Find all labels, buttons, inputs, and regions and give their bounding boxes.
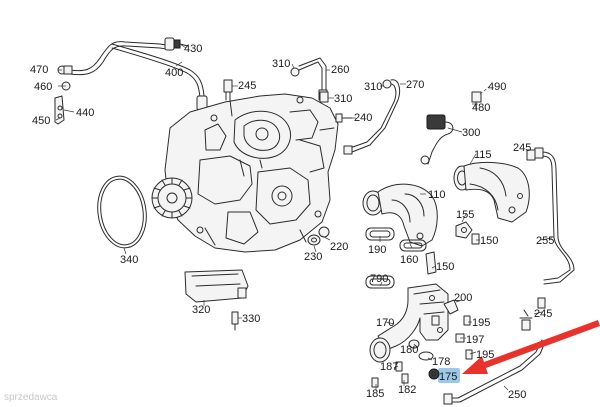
- callout-200: 200: [454, 292, 472, 304]
- callout-480: 480: [472, 102, 490, 114]
- callout-230: 230: [304, 251, 322, 263]
- callout-240: 240: [354, 112, 372, 124]
- bracket-440-450: [54, 95, 65, 125]
- callout-245-top: 245: [238, 80, 256, 92]
- callout-260: 260: [331, 64, 349, 76]
- callout-450: 450: [32, 115, 50, 127]
- callout-460: 460: [34, 81, 52, 93]
- valve-155: [455, 221, 473, 239]
- harness-300: [420, 114, 454, 165]
- callout-470: 470: [30, 64, 48, 76]
- callout-310-b: 310: [334, 93, 352, 105]
- sensor-480-490: [471, 91, 482, 109]
- callout-175: 175: [439, 371, 457, 383]
- bracket-320: [184, 269, 249, 303]
- bolt-310-mid: [319, 91, 329, 103]
- leader-lines: [55, 43, 553, 391]
- bracket-150-mid: [425, 251, 437, 275]
- callout-150-right: 150: [480, 235, 498, 247]
- callout-245-lower: 245: [534, 308, 552, 320]
- pipe-110: [362, 183, 438, 247]
- callout-150-mid: 150: [436, 261, 454, 273]
- callout-178: 178: [432, 356, 450, 368]
- tube-assembly-400: [69, 41, 208, 119]
- callout-190: 190: [368, 244, 386, 256]
- callout-245-right: 245: [513, 142, 531, 154]
- callout-195-a: 195: [472, 317, 490, 329]
- pipe-255: [534, 147, 575, 285]
- red-arrow-icon: [462, 320, 600, 374]
- callout-400: 400: [165, 67, 183, 79]
- callout-195-b: 195: [476, 349, 494, 361]
- clip-200: [443, 299, 459, 315]
- callout-255: 255: [536, 235, 554, 247]
- callout-160: 160: [400, 254, 418, 266]
- gasket-160: [399, 239, 427, 252]
- callout-440: 440: [76, 107, 94, 119]
- o-ring-340: [97, 175, 147, 249]
- callout-320: 320: [192, 304, 210, 316]
- gasket-790: [365, 275, 395, 289]
- callout-155: 155: [456, 209, 474, 221]
- callout-110: 110: [428, 189, 446, 201]
- fitting-150-right: [471, 233, 480, 245]
- fittings-470-460: [57, 65, 73, 91]
- callout-115: 115: [474, 149, 492, 161]
- callout-340: 340: [120, 254, 138, 266]
- callout-250: 250: [508, 389, 526, 401]
- watermark: sprzedawca: [4, 392, 58, 403]
- callout-170: 170: [376, 317, 394, 329]
- fitting-245-top: [223, 79, 233, 101]
- callout-430: 430: [184, 43, 202, 55]
- callout-185: 185: [366, 388, 384, 400]
- line-270: [343, 79, 401, 155]
- callout-310-c: 310: [364, 81, 382, 93]
- callout-790: 790: [370, 273, 388, 285]
- callout-187: 187: [380, 361, 398, 373]
- callout-300: 300: [462, 127, 480, 139]
- callout-182: 182: [398, 384, 416, 396]
- fitting-245-lower: [537, 297, 546, 309]
- callout-labels: 430 400 470 460 450 440 245 310 260 310 …: [30, 43, 554, 401]
- callout-490: 490: [488, 81, 506, 93]
- callout-270: 270: [406, 79, 424, 91]
- callout-310-a: 310: [272, 58, 290, 70]
- bolt-240: [335, 113, 353, 123]
- engine-block: [151, 93, 339, 253]
- pipe-170: [369, 283, 449, 363]
- sensor-175: [428, 368, 460, 383]
- line-250: [443, 309, 547, 405]
- callout-180: 180: [400, 344, 418, 356]
- callout-197: 197: [466, 334, 484, 346]
- pipe-115: [453, 161, 530, 223]
- bolt-330: [231, 311, 239, 331]
- bolts-187-185-182: [371, 361, 409, 388]
- callout-330: 330: [242, 313, 260, 325]
- callout-220: 220: [330, 241, 348, 253]
